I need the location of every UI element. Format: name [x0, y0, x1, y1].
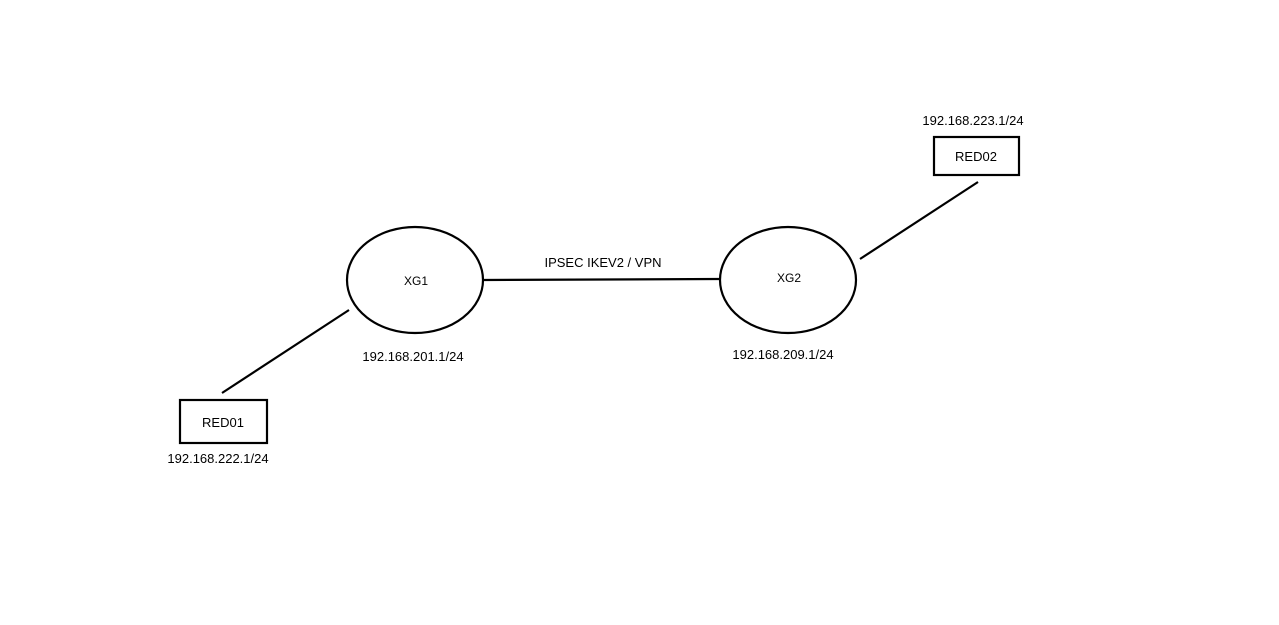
link-xg1-xg2 [482, 277, 720, 282]
xg2-subnet: 192.168.209.1/24 [732, 347, 833, 362]
red02-subnet: 192.168.223.1/24 [922, 113, 1023, 128]
xg1-subnet: 192.168.201.1/24 [362, 349, 463, 364]
red01-subnet: 192.168.222.1/24 [167, 451, 268, 466]
red02-label: RED02 [955, 149, 997, 164]
link-red01-xg1 [221, 309, 350, 394]
link-xg2-red02 [859, 181, 979, 260]
red01-label: RED01 [202, 415, 244, 430]
xg1-node [345, 225, 485, 335]
vpn-link-label: IPSEC IKEV2 / VPN [544, 255, 661, 270]
xg2-node [718, 225, 858, 335]
red01-node [178, 398, 269, 445]
xg1-label: XG1 [404, 274, 428, 288]
red02-node [932, 135, 1021, 177]
xg2-label: XG2 [777, 271, 801, 285]
